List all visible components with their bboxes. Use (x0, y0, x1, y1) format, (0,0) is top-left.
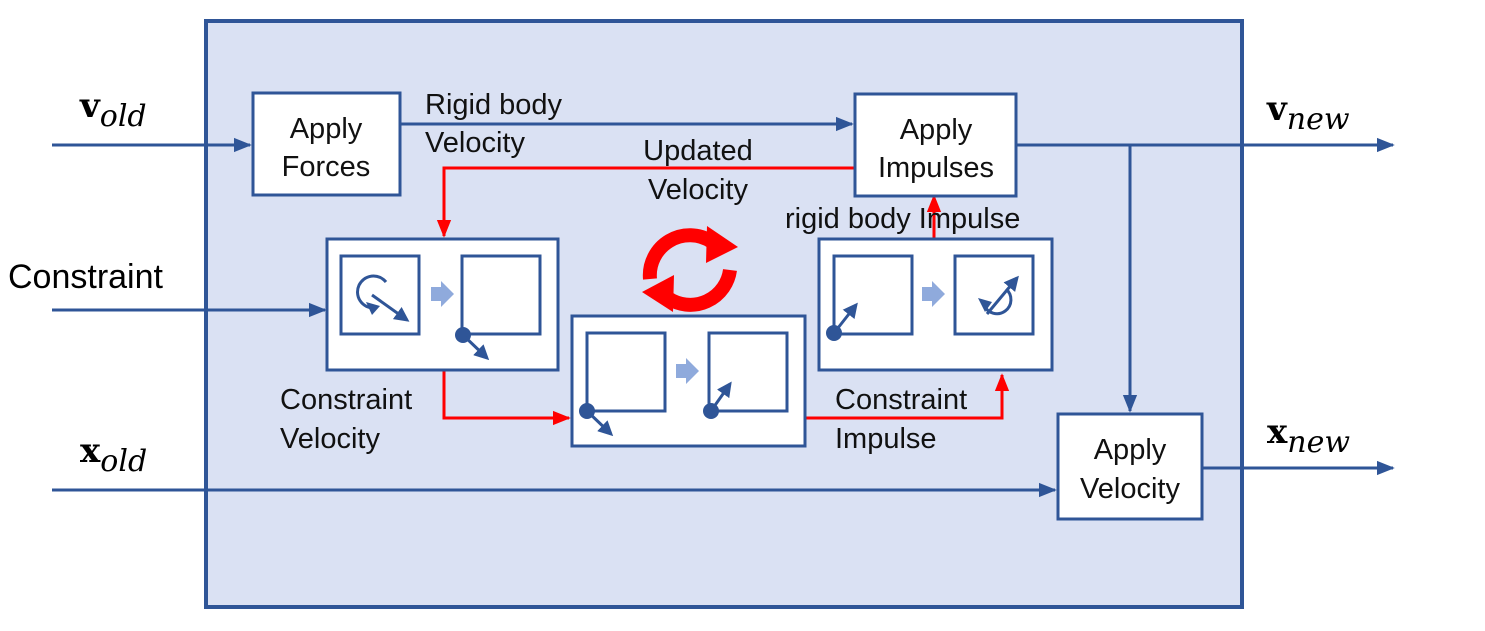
constraint-impulse-line-2: Impulse (835, 423, 937, 455)
updated-velocity-line-1: Updated (643, 135, 753, 167)
apply-forces-block: Apply Forces (251, 91, 402, 197)
constraint-velocity-block (325, 237, 560, 372)
arrow-updated-velocity (436, 166, 854, 238)
apply-velocity-block: Apply Velocity (1056, 412, 1204, 521)
rigid-body-velocity-line-2: Velocity (425, 127, 525, 159)
x-old-label: xold (80, 431, 147, 479)
apply-impulses-line-2: Impulses (878, 152, 994, 184)
velocity-to-impulse-block (570, 314, 807, 448)
loop-refresh-icon (642, 226, 738, 312)
constraint-impulse-line-1: Constraint (835, 384, 967, 416)
red-loop-lines (436, 166, 1010, 426)
apply-forces-line-2: Forces (282, 151, 371, 183)
rigid-body-impulse-label: rigid body Impulse (785, 203, 1020, 235)
v-old-label: vold (79, 86, 147, 134)
rigid-body-impulse-block (817, 237, 1054, 372)
apply-impulses-line-1: Apply (900, 114, 973, 146)
transfer-arrow-icon (431, 281, 454, 307)
constraint-input-label: Constraint (8, 258, 164, 296)
v-new-label: vnew (1266, 89, 1350, 137)
rotation-arrow-icon (356, 274, 410, 322)
point-vector-icon (703, 381, 732, 419)
point-vector-icon (455, 327, 490, 361)
apply-forces-line-1: Apply (290, 113, 363, 145)
arrow-constraint-velocity (442, 370, 571, 426)
rigid-body-velocity-line-1: Rigid body (425, 89, 563, 121)
apply-velocity-line-2: Velocity (1080, 473, 1180, 505)
constraint-velocity-line-1: Constraint (280, 384, 412, 416)
point-vector-icon (826, 302, 858, 341)
transfer-arrow-icon (922, 281, 945, 307)
rotation-arrow-icon (978, 275, 1019, 316)
constraint-velocity-line-2: Velocity (280, 423, 380, 455)
blue-flow-lines (52, 116, 1395, 498)
point-vector-icon (579, 403, 614, 437)
apply-impulses-block: Apply Impulses (853, 92, 1018, 198)
apply-velocity-line-1: Apply (1094, 434, 1167, 466)
arrow-constraint-impulse (806, 373, 1010, 420)
x-new-label: xnew (1267, 412, 1350, 460)
updated-velocity-line-2: Velocity (648, 174, 748, 206)
transfer-arrow-icon (676, 358, 699, 384)
